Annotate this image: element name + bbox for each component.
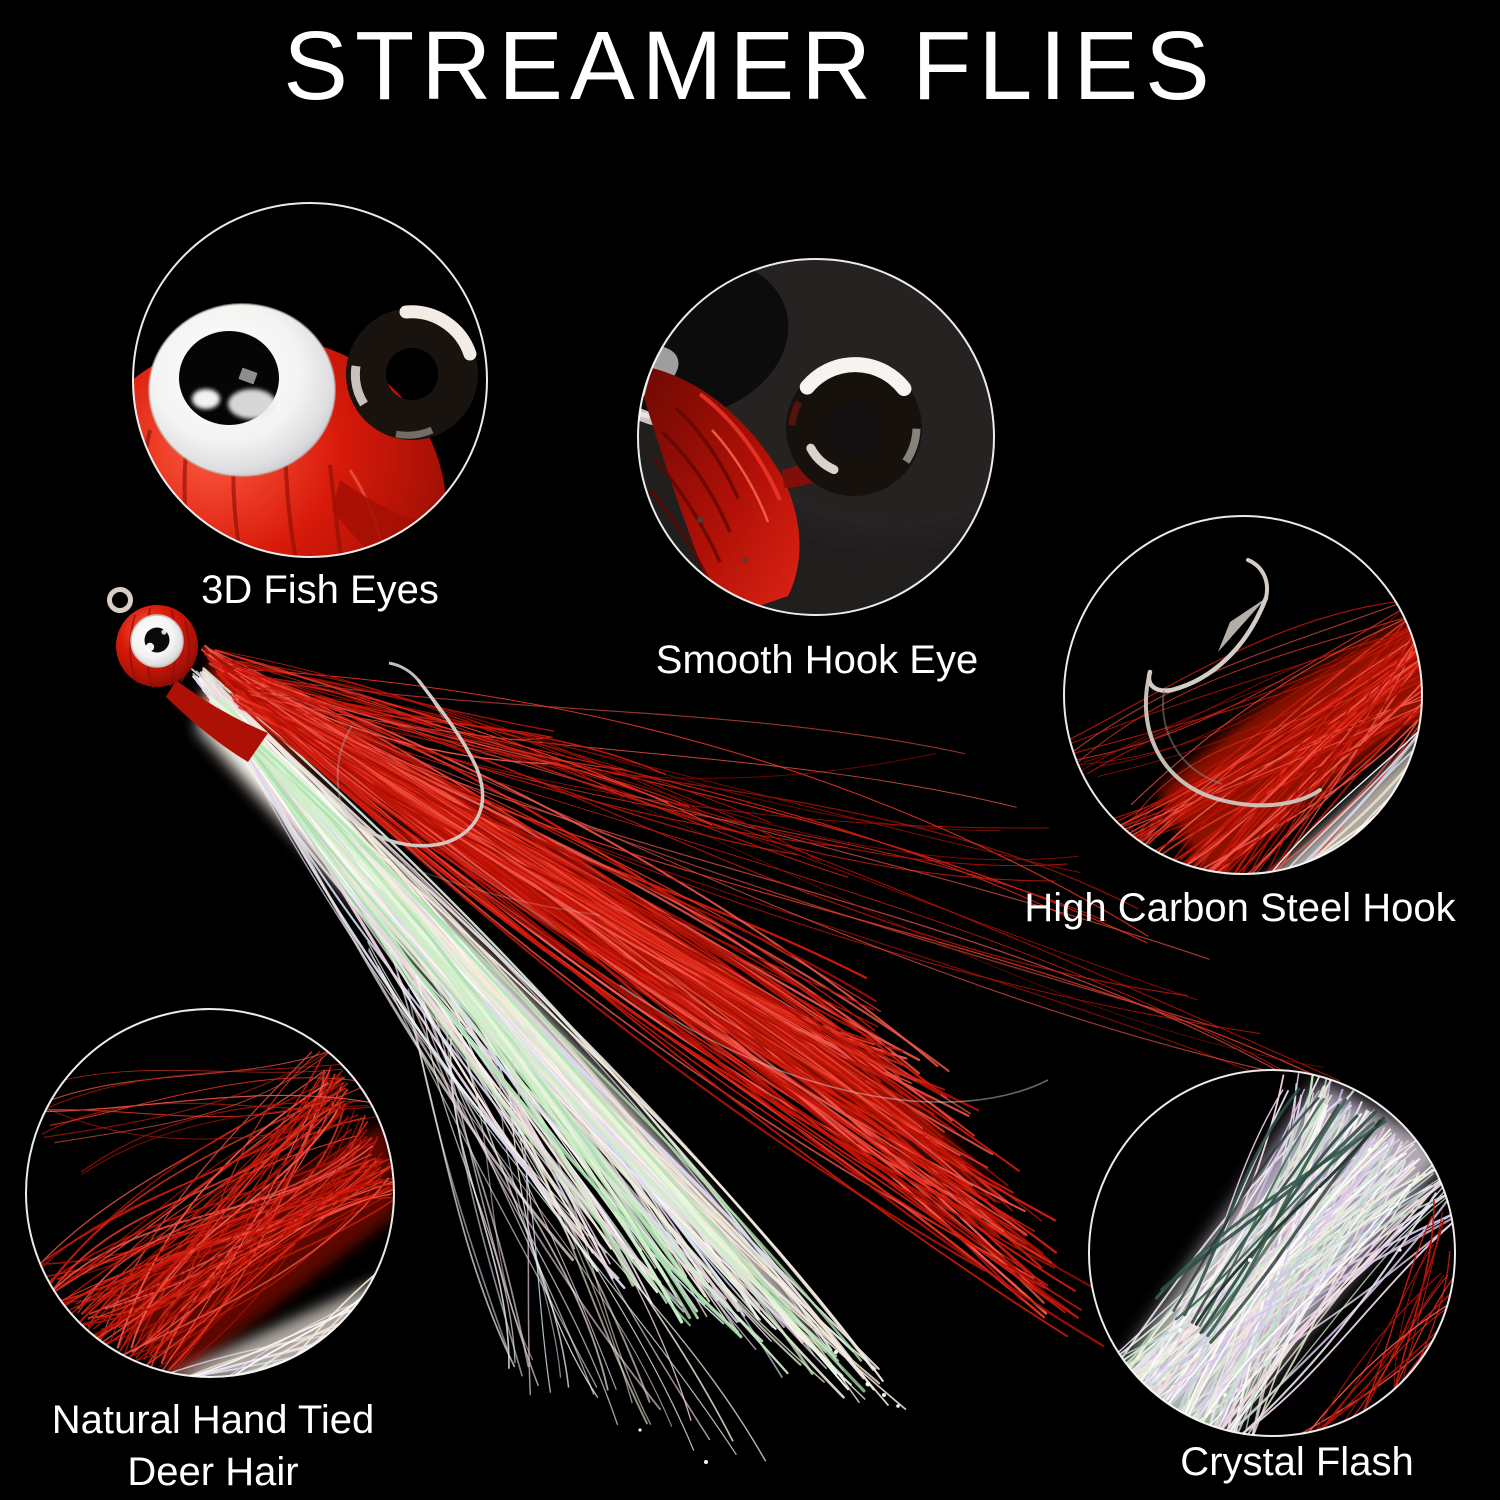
photo-smooth-hook-eye (638, 259, 994, 615)
label-smooth-hook-eye: Smooth Hook Eye (655, 638, 979, 682)
callout-circle-fish-eyes (132, 202, 488, 558)
label-crystal-flash: Crystal Flash (1180, 1440, 1414, 1484)
fly-hook (336, 661, 1049, 1103)
photo-3d-fish-eyes (133, 203, 487, 557)
callout-circle-crystal-flash (1088, 1069, 1456, 1437)
label-3d-fish-eyes: 3D Fish Eyes (201, 568, 439, 612)
callout-circle-steel-hook (1063, 515, 1423, 875)
hook-eye-ring (346, 305, 478, 440)
photo-steel-hook (1064, 516, 1422, 874)
fly-hook-eye-loop (107, 587, 133, 613)
label-deer-hair-line2: Deer Hair (127, 1450, 299, 1494)
page-title: STREAMER FLIES (283, 11, 1217, 120)
fly-head (107, 587, 268, 762)
photo-crystal-flash (1089, 1070, 1455, 1436)
flash-sparkles (1178, 1148, 1402, 1397)
steel-hook (1143, 558, 1322, 808)
callout-circle-hook-eye (637, 258, 995, 616)
streamer-fly-photo (107, 587, 1392, 1464)
label-deer-hair: Natural Hand Tied Deer Hair (52, 1394, 374, 1498)
callout-circle-deer-hair (25, 1008, 395, 1378)
label-steel-hook: High Carbon Steel Hook (1024, 886, 1456, 930)
hook-eye-ring-large (786, 357, 922, 496)
photo-deer-hair (26, 1009, 394, 1377)
tail-sparkles (638, 1350, 900, 1464)
label-deer-hair-line1: Natural Hand Tied (51, 1398, 375, 1442)
